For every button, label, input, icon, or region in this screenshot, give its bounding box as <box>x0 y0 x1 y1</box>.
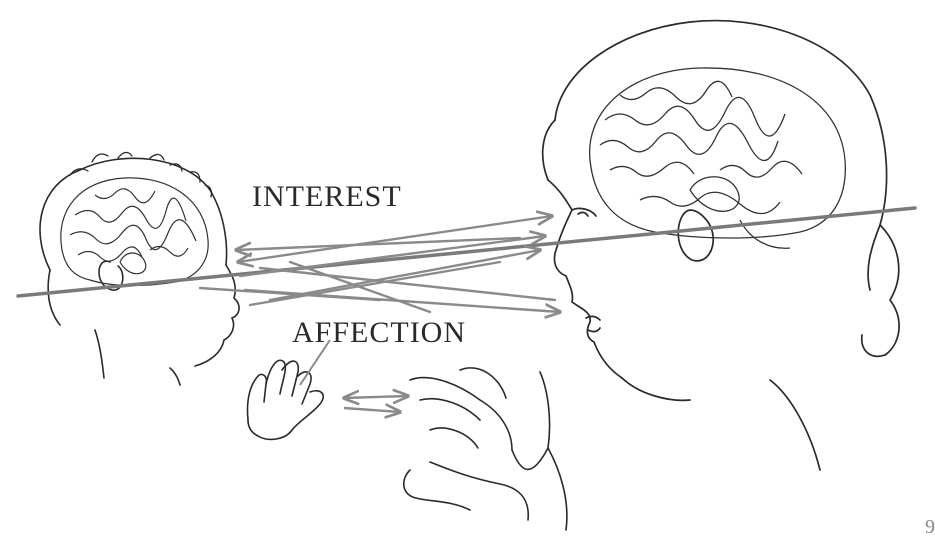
mother-head <box>543 21 899 470</box>
interest-label: INTEREST <box>252 180 402 214</box>
page-number: 9 <box>925 516 935 539</box>
infant-hand <box>247 360 323 439</box>
interaction-arrows <box>200 216 560 312</box>
mother-hand <box>404 368 567 530</box>
infant-brain <box>61 178 208 286</box>
mother-brain <box>590 68 846 248</box>
affection-label: AFFECTION <box>292 316 466 350</box>
axis-line <box>18 208 915 296</box>
hands-double-arrow <box>344 396 408 412</box>
arrow <box>290 262 430 312</box>
